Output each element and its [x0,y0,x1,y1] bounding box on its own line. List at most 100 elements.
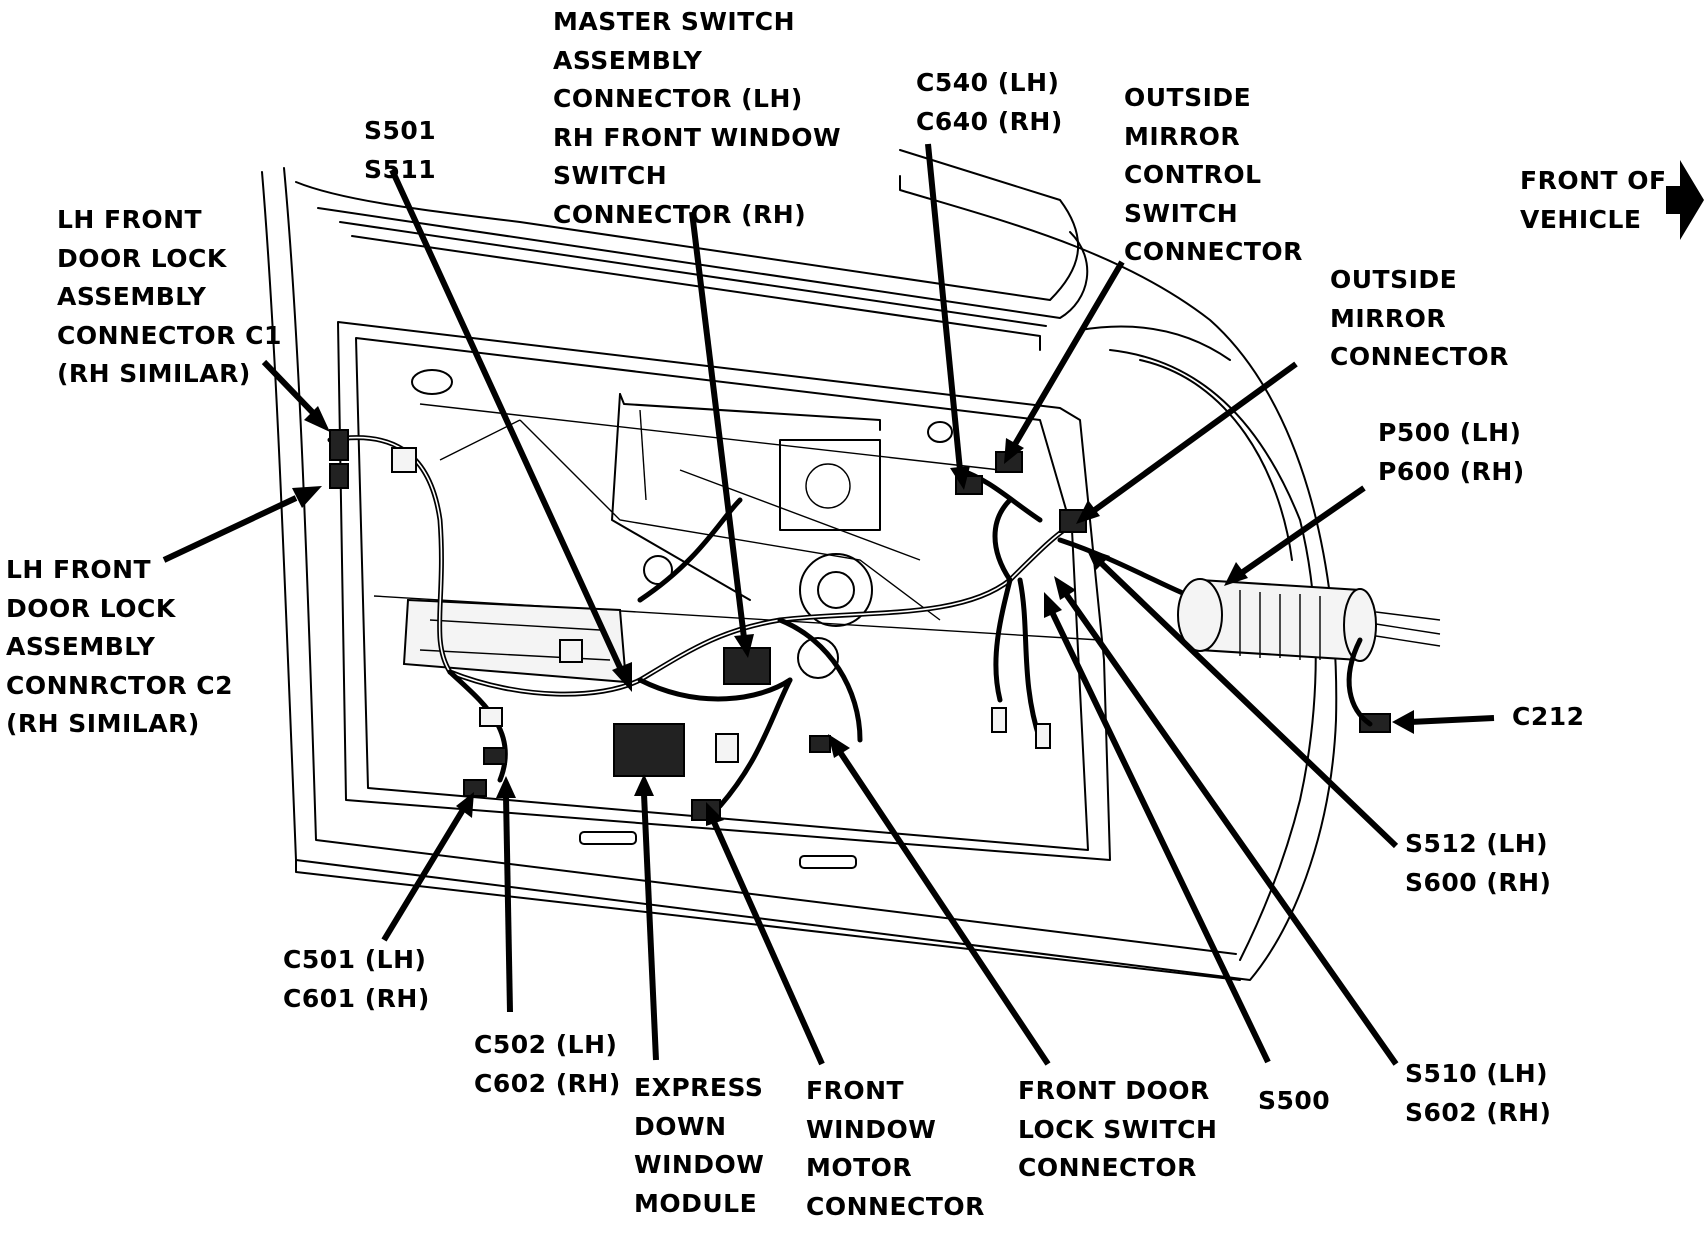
callout-line: C602 (RH) [474,1068,621,1098]
callout-line: (RH SIMILAR) [6,709,200,738]
callout-line: LH FRONT [57,205,203,234]
leader-c501 [381,806,467,942]
arrowhead-s500 [1044,592,1062,618]
callout-line: MIRROR [1330,303,1447,333]
arrowhead-door-lock-c1 [304,406,330,432]
door-outline [261,149,1338,981]
callout-line: CONNECTOR C1 [57,320,282,350]
arrowhead-mirror-connector [1076,500,1100,524]
callout-c212: C212 [1512,698,1585,737]
callout-p500-p600: P500 (LH) P600 (RH) [1378,414,1525,491]
callout-line: OUTSIDE [1124,83,1252,112]
arrowhead-s512 [1086,548,1110,570]
leader-c502 [503,795,513,1013]
callout-outside-mirror-control-switch: OUTSIDE MIRROR CONTROL SWITCH CONNECTOR [1124,79,1303,272]
callout-line: C501 (LH) [283,945,427,974]
leader-door-lock-c2 [162,495,298,563]
leader-mirror-connector [1090,361,1298,515]
callout-s510-s602: S510 (LH) S602 (RH) [1405,1055,1551,1132]
callout-master-switch-connector: MASTER SWITCH ASSEMBLY CONNECTOR (LH) RH… [553,3,841,234]
callout-line: WINDOW [634,1150,765,1179]
callout-line: MASTER SWITCH [553,7,796,36]
callout-line: MOTOR [806,1153,913,1182]
callout-line: EXPRESS [634,1073,764,1102]
arrowhead-master-switch [734,634,754,658]
leader-p500 [1238,485,1366,577]
arrowhead-door-lock-c2 [292,486,322,508]
callout-line: OUTSIDE [1330,265,1458,294]
leader-s500 [1049,610,1271,1064]
callout-front-door-lock-switch: FRONT DOOR LOCK SWITCH CONNECTOR [1018,1072,1217,1188]
callout-line: (RH SIMILAR) [57,359,251,388]
callout-line: SWITCH [553,161,668,190]
arrowhead-p500 [1224,562,1248,586]
callout-line: DOWN [634,1111,727,1141]
arrowhead-s510 [1054,576,1076,600]
wiring-harness [327,429,1441,821]
callout-line: C502 (LH) [474,1030,618,1059]
callout-line: LH FRONT [6,555,152,584]
callout-line: C540 (LH) [916,68,1060,97]
arrowhead-door-lock-switch [828,734,850,758]
callout-line: RH FRONT WINDOW [553,122,842,152]
callout-s512-s600: S512 (LH) S600 (RH) [1405,825,1551,902]
arrowhead-c540 [950,466,970,490]
callout-line: P500 (LH) [1378,418,1522,447]
leader-express-module [641,793,659,1061]
callout-line: S600 (RH) [1405,867,1552,897]
callout-s501-s511: S501 S511 [364,112,436,189]
leader-master-switch [689,211,747,639]
callout-line: S602 (RH) [1405,1097,1552,1127]
callout-line: CONNECTOR [1330,342,1509,371]
leader-door-lock-c1 [261,359,321,421]
leader-mirror-switch [1011,260,1125,448]
callout-line: CONTROL [1124,160,1262,189]
arrowhead-c501 [456,792,474,818]
callout-line: CONNECTOR [806,1191,985,1221]
callout-line: S510 (LH) [1405,1059,1549,1088]
callout-line: MIRROR [1124,121,1241,151]
leader-window-motor [711,820,825,1066]
callout-c502-c602: C502 (LH) C602 (RH) [474,1026,621,1103]
callout-line: FRONT DOOR [1018,1076,1210,1105]
callout-line: MODULE [634,1188,758,1218]
callout-line: C601 (RH) [283,983,430,1013]
callout-line: S500 [1258,1086,1331,1115]
callout-line: CONNECTOR (RH) [553,199,807,229]
callout-line: VEHICLE [1520,204,1642,234]
callout-lh-front-door-lock-c2: LH FRONT DOOR LOCK ASSEMBLY CONNRCTOR C2… [6,551,233,744]
callout-line: WINDOW [806,1114,937,1144]
callout-line: DOOR LOCK [6,593,176,623]
callout-front-window-motor: FRONT WINDOW MOTOR CONNECTOR [806,1072,985,1226]
arrowhead-window-motor [706,802,724,826]
callout-c501-c601: C501 (LH) C601 (RH) [283,941,430,1018]
callout-line: S512 (LH) [1405,829,1549,858]
callout-s500: S500 [1258,1082,1330,1121]
callout-line: CONNECTOR [1018,1153,1197,1182]
callout-line: ASSEMBLY [57,282,207,311]
leader-s501 [389,168,625,674]
callout-line: FRONT [806,1076,905,1105]
leader-c540 [925,143,963,471]
arrowhead-mirror-switch [1004,438,1024,464]
callout-line: SWITCH [1124,198,1239,228]
callout-line: ASSEMBLY [6,632,156,661]
callout-line: CONNECTOR [1124,237,1303,266]
arrowhead-c502 [496,776,516,798]
callout-line: FRONT OF [1520,166,1667,195]
leader-s510 [1063,592,1399,1066]
callout-line: C640 (RH) [916,106,1063,136]
callout-lh-front-door-lock-c1: LH FRONT DOOR LOCK ASSEMBLY CONNECTOR C1… [57,201,282,394]
callout-outside-mirror-connector: OUTSIDE MIRROR CONNECTOR [1330,261,1509,377]
callout-line: S511 [364,154,437,184]
callout-line: CONNRCTOR C2 [6,670,234,700]
leader-s512 [1097,559,1399,849]
callout-line: CONNECTOR (LH) [553,84,803,113]
callout-line: S501 [364,116,437,145]
callout-line: P600 (RH) [1378,456,1525,486]
arrowhead-s501 [612,662,632,692]
callout-line: ASSEMBLY [553,45,703,75]
callout-front-of-vehicle: FRONT OF VEHICLE [1520,162,1667,239]
front-of-vehicle-arrow-icon [1666,160,1704,240]
arrowhead-express-module [634,774,654,796]
